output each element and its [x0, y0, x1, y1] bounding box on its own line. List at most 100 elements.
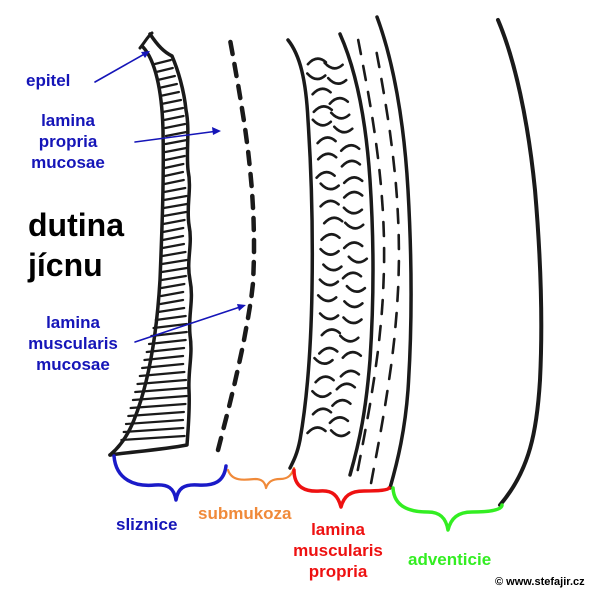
- curl-stroke: [345, 284, 367, 293]
- curl-stroke: [319, 199, 340, 208]
- dash-stroke: [243, 127, 250, 145]
- dash-stroke: [221, 413, 229, 431]
- long-dash-stroke: [391, 155, 396, 173]
- curl-stroke: [328, 96, 350, 105]
- dash-stroke: [250, 193, 256, 211]
- label-line: lamina: [46, 313, 100, 332]
- long-dash-stroke: [374, 441, 380, 459]
- long-dash-stroke: [380, 77, 386, 95]
- label-line: mucosae: [31, 153, 105, 172]
- curl-stroke: [315, 170, 336, 179]
- curl-stroke: [342, 176, 364, 185]
- curl-stroke: [313, 356, 334, 365]
- curl-stroke: [339, 369, 361, 378]
- hatch-stroke: [164, 138, 189, 146]
- epitel-arrowhead: [141, 51, 150, 58]
- long-dash-stroke: [374, 350, 380, 368]
- long-dash-stroke: [356, 38, 363, 56]
- long-dash-stroke: [388, 129, 393, 147]
- muscularis-propria-brace: [292, 468, 391, 509]
- curl-stroke: [342, 190, 364, 199]
- dash-stroke: [237, 347, 245, 365]
- long-dash-stroke: [374, 142, 380, 160]
- dash-stroke: [241, 325, 249, 343]
- dash-stroke: [248, 171, 254, 189]
- long-dash-stroke: [381, 272, 386, 290]
- dash-stroke: [232, 369, 240, 387]
- hatch-stroke: [134, 386, 188, 394]
- hatch-stroke: [161, 234, 185, 242]
- hatch-stroke: [154, 314, 187, 322]
- hatch-stroke: [164, 154, 186, 162]
- curl-stroke: [347, 255, 369, 264]
- curl-stroke: [311, 389, 332, 398]
- curl-stroke: [343, 300, 364, 309]
- hatch-stroke: [143, 354, 185, 362]
- long-dash-stroke: [366, 90, 372, 108]
- hatch-stroke: [147, 338, 187, 346]
- lamina-propria-arrowhead: [212, 127, 221, 135]
- long-dash-stroke: [366, 402, 372, 420]
- curl-stroke: [329, 429, 351, 438]
- label-epitel: epitel: [26, 71, 71, 90]
- mucosa-top-cap: [138, 31, 154, 50]
- longitudinal-muscle-dashes: [356, 38, 401, 485]
- hatch-stroke: [160, 266, 188, 274]
- hatch-stroke: [162, 202, 189, 210]
- hatch-stroke: [160, 274, 187, 282]
- long-dash-stroke: [394, 181, 399, 199]
- curl-stroke: [328, 416, 350, 425]
- hatch-stroke: [127, 410, 185, 418]
- long-dash-stroke: [356, 454, 362, 472]
- curl-stroke: [306, 57, 328, 66]
- long-dash-stroke: [391, 337, 396, 355]
- dash-stroke: [236, 83, 243, 101]
- curl-stroke: [343, 221, 365, 230]
- sliznice-brace: [112, 454, 228, 502]
- curl-stroke: [316, 152, 338, 161]
- hatch-stroke: [141, 362, 185, 370]
- hatch-stroke: [162, 226, 185, 234]
- hatch-stroke: [157, 306, 186, 314]
- long-dash-stroke: [382, 220, 386, 238]
- label-line: mucosae: [36, 355, 110, 374]
- hatch-stroke: [163, 186, 187, 194]
- curl-stroke: [340, 159, 362, 168]
- curl-stroke: [318, 278, 340, 287]
- curl-stroke: [311, 87, 332, 96]
- long-dash-stroke: [378, 168, 383, 186]
- curl-stroke: [318, 346, 339, 355]
- hatch-stroke: [163, 114, 185, 122]
- curl-stroke: [331, 398, 352, 407]
- curl-stroke: [306, 72, 327, 81]
- muscularis-outer-boundary: [375, 15, 413, 490]
- hatch-stroke: [136, 378, 188, 386]
- curl-stroke: [342, 241, 364, 250]
- curl-stroke: [326, 76, 348, 85]
- curl-stroke: [320, 233, 341, 242]
- curl-stroke: [342, 206, 364, 215]
- dash-stroke: [228, 39, 235, 57]
- curl-stroke: [314, 375, 335, 384]
- hatch-stroke: [129, 402, 187, 410]
- hatch-stroke: [161, 106, 185, 114]
- hatch-stroke: [157, 82, 178, 90]
- long-dash-stroke: [387, 363, 393, 381]
- long-dash-stroke: [370, 376, 376, 394]
- curl-stroke: [319, 247, 340, 256]
- long-dash-stroke: [369, 467, 376, 485]
- label-line: jícnu: [28, 247, 103, 283]
- long-dash-stroke: [380, 298, 385, 316]
- dash-stroke: [245, 303, 253, 321]
- hatch-stroke: [161, 242, 186, 250]
- long-dash-stroke: [379, 415, 385, 433]
- curl-stroke: [318, 312, 340, 321]
- curl-stroke: [316, 294, 338, 303]
- hatch-stroke: [159, 298, 185, 306]
- hatch-stroke: [164, 130, 188, 138]
- long-dash-stroke: [383, 389, 389, 407]
- label-line: lamina: [41, 111, 95, 130]
- muscularis-middle-boundary: [338, 32, 375, 477]
